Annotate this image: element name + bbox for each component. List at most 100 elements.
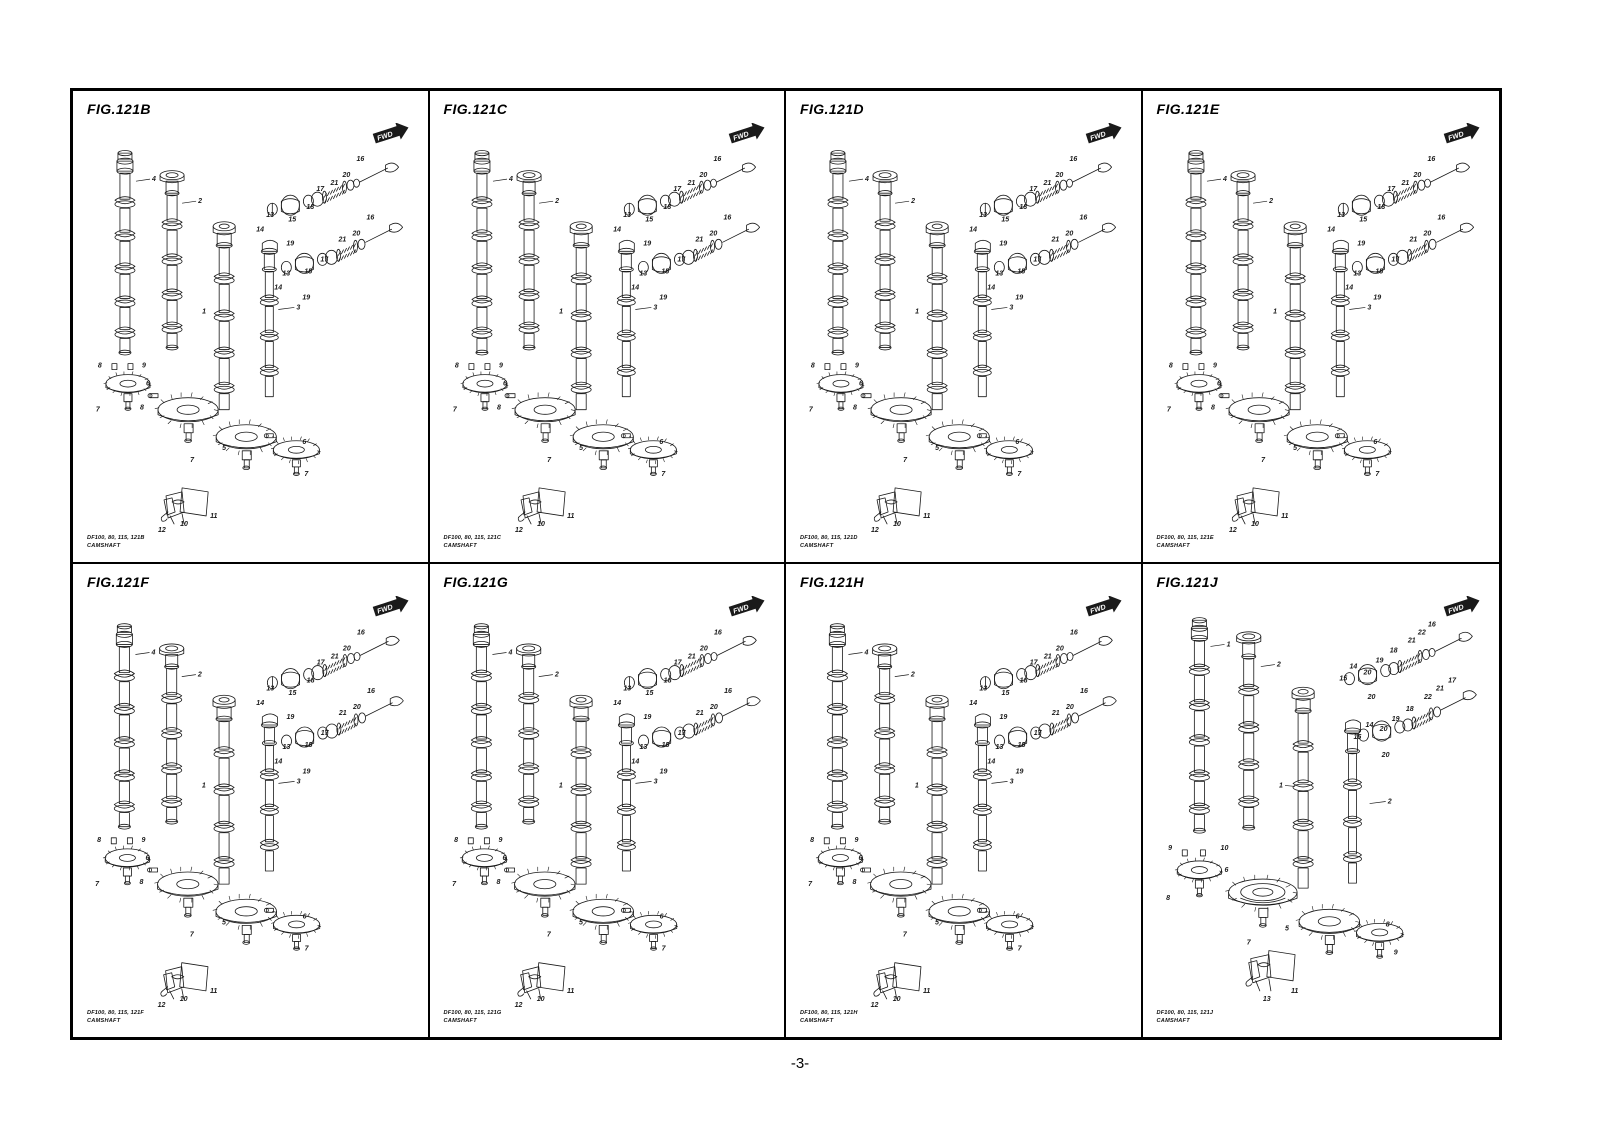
svg-text:9: 9: [854, 837, 858, 844]
svg-text:1: 1: [202, 308, 206, 315]
svg-text:20: 20: [1412, 172, 1421, 179]
svg-text:20: 20: [708, 704, 717, 711]
svg-text:19: 19: [287, 714, 295, 721]
svg-text:15: 15: [1353, 734, 1361, 741]
svg-text:17: 17: [321, 730, 330, 737]
svg-text:5: 5: [935, 919, 939, 926]
svg-text:9: 9: [142, 363, 146, 370]
svg-text:9: 9: [1212, 363, 1216, 370]
svg-text:16: 16: [1437, 214, 1445, 221]
svg-text:20: 20: [352, 704, 361, 711]
svg-text:15: 15: [305, 742, 313, 749]
model-codes: DF100, 80, 115, 121C: [443, 534, 502, 541]
svg-text:FWD: FWD: [1089, 131, 1106, 143]
svg-text:7: 7: [95, 881, 100, 888]
svg-text:7: 7: [661, 946, 666, 953]
svg-text:15: 15: [288, 216, 296, 223]
svg-text:20: 20: [351, 230, 360, 237]
model-codes: DF100, 80, 115, 121B: [87, 534, 145, 541]
svg-text:6: 6: [1016, 913, 1020, 920]
svg-text:13: 13: [623, 686, 631, 693]
svg-text:2: 2: [1275, 662, 1280, 669]
svg-text:7: 7: [903, 931, 908, 938]
svg-text:17: 17: [1030, 660, 1039, 667]
svg-text:15: 15: [1375, 268, 1383, 275]
svg-text:16: 16: [357, 156, 365, 163]
svg-text:21: 21: [1051, 710, 1060, 717]
svg-text:2: 2: [1386, 799, 1391, 806]
svg-text:7: 7: [305, 946, 310, 953]
svg-text:14: 14: [631, 758, 639, 765]
svg-text:4: 4: [864, 649, 869, 656]
svg-text:15: 15: [289, 690, 297, 697]
svg-text:8: 8: [810, 837, 814, 844]
figure-panel-fig-121g[interactable]: FIG.121G FWD: [429, 564, 786, 1037]
svg-text:16: 16: [357, 629, 365, 636]
svg-text:3: 3: [297, 778, 301, 785]
svg-text:8: 8: [852, 879, 856, 886]
part-name: CAMSHAFT: [87, 1017, 121, 1024]
svg-text:21: 21: [1042, 180, 1051, 187]
svg-text:8: 8: [1385, 921, 1389, 928]
svg-text:8: 8: [454, 837, 458, 844]
svg-text:7: 7: [1246, 940, 1251, 947]
svg-text:8: 8: [811, 363, 815, 370]
svg-text:3: 3: [653, 304, 657, 311]
figure-panel-fig-121j[interactable]: FIG.121J FWD: [1142, 564, 1500, 1037]
svg-text:17: 17: [673, 186, 682, 193]
svg-text:7: 7: [661, 471, 666, 478]
svg-text:20: 20: [342, 645, 351, 652]
svg-text:9: 9: [141, 837, 145, 844]
svg-text:8: 8: [454, 363, 458, 370]
svg-text:15: 15: [661, 268, 669, 275]
figure-panel-fig-121e[interactable]: FIG.121E FWD: [1142, 91, 1499, 564]
figure-panel-fig-121f[interactable]: FIG.121F FWD: [73, 564, 430, 1037]
svg-text:9: 9: [1393, 950, 1397, 957]
svg-text:16: 16: [1080, 688, 1088, 695]
svg-text:11: 11: [210, 988, 217, 995]
figure-panel-fig-121h[interactable]: FIG.121H FWD: [786, 564, 1143, 1037]
svg-text:8: 8: [1210, 405, 1214, 412]
fwd-arrow-badge: FWD: [1443, 123, 1483, 147]
svg-text:12: 12: [1229, 527, 1237, 534]
svg-text:21: 21: [686, 654, 695, 661]
svg-text:10: 10: [180, 521, 188, 528]
svg-text:6: 6: [1015, 439, 1019, 446]
svg-text:21: 21: [1400, 180, 1409, 187]
svg-text:6: 6: [146, 855, 150, 862]
svg-text:20: 20: [1366, 694, 1375, 701]
svg-text:15: 15: [661, 742, 669, 749]
svg-text:16: 16: [367, 214, 375, 221]
svg-text:15: 15: [645, 690, 653, 697]
svg-text:6: 6: [859, 381, 863, 388]
svg-text:8: 8: [140, 405, 144, 412]
svg-text:6: 6: [1373, 439, 1377, 446]
svg-text:18: 18: [1019, 204, 1027, 211]
svg-text:21: 21: [330, 654, 339, 661]
svg-text:16: 16: [724, 688, 732, 695]
panel-caption: DF100, 80, 115, 121F CAMSHAFT: [87, 1009, 144, 1025]
svg-text:18: 18: [1405, 706, 1413, 713]
svg-text:6: 6: [503, 381, 507, 388]
svg-text:17: 17: [677, 256, 686, 263]
svg-text:FWD: FWD: [376, 604, 393, 616]
svg-text:10: 10: [893, 996, 901, 1003]
svg-text:16: 16: [1070, 629, 1078, 636]
svg-text:14: 14: [274, 758, 282, 765]
svg-text:FWD: FWD: [1448, 604, 1465, 616]
svg-text:2: 2: [197, 198, 202, 205]
svg-text:11: 11: [923, 513, 930, 520]
figure-panel-fig-121d[interactable]: FIG.121D FWD: [786, 91, 1143, 564]
svg-text:16: 16: [714, 629, 722, 636]
svg-text:6: 6: [502, 855, 506, 862]
figure-panel-fig-121b[interactable]: FIG.121B FWD: [73, 91, 430, 564]
svg-text:FWD: FWD: [733, 604, 750, 616]
svg-text:21: 21: [337, 236, 346, 243]
svg-text:9: 9: [498, 363, 502, 370]
svg-text:19: 19: [1000, 714, 1008, 721]
fwd-arrow-badge: FWD: [728, 123, 768, 147]
figure-panel-fig-121c[interactable]: FIG.121C FWD: [429, 91, 786, 564]
